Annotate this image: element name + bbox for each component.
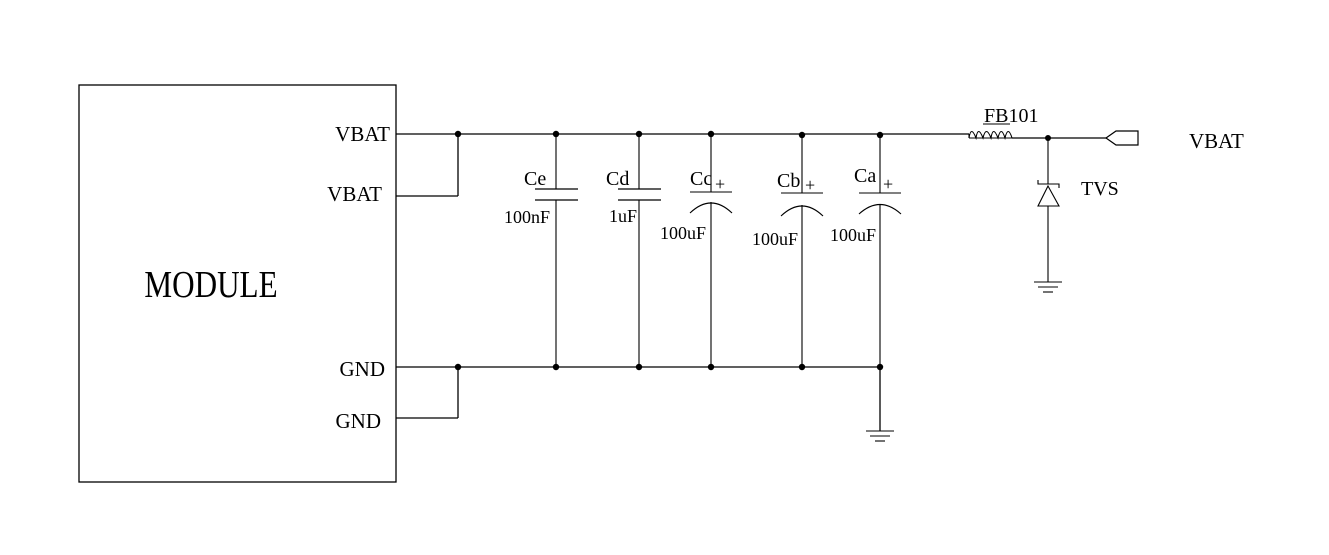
junction-dots xyxy=(454,130,884,371)
capacitor-cc-ref: Cc xyxy=(690,168,712,190)
module-box xyxy=(78,84,397,483)
pin-label-vbat-1: VBAT xyxy=(335,122,390,146)
tvs-label: TVS xyxy=(1081,178,1119,200)
connector-label: VBAT xyxy=(1189,129,1244,153)
capacitor-cc: Cc + 100uF xyxy=(660,134,733,367)
capacitor-ce-ref: Ce xyxy=(524,168,546,190)
ferrite-bead-fb101: FB101 xyxy=(968,105,1038,141)
capacitor-cb-ref: Cb xyxy=(777,170,800,192)
capacitor-cb: Cb + 100uF xyxy=(752,135,824,367)
pin-label-gnd-2: GND xyxy=(336,409,382,433)
capacitor-cd: Cd 1uF xyxy=(606,134,661,367)
capacitor-ca: Ca + 100uF xyxy=(830,135,902,367)
ground-symbol-1 xyxy=(866,430,894,442)
capacitor-cd-ref: Cd xyxy=(606,168,629,190)
capacitor-cb-plus: + xyxy=(805,175,815,195)
capacitor-cc-plus: + xyxy=(715,174,725,194)
module-label: MODULE xyxy=(144,263,277,306)
capacitor-ca-value: 100uF xyxy=(830,225,876,245)
pin-label-vbat-2: VBAT xyxy=(327,182,382,206)
ferrite-bead-ref: FB101 xyxy=(984,105,1038,127)
capacitor-ce-value: 100nF xyxy=(504,207,550,227)
capacitor-cd-value: 1uF xyxy=(609,206,637,226)
gnd-rail xyxy=(396,366,881,431)
vbat-connector: VBAT xyxy=(1104,129,1244,153)
pin-label-gnd-1: GND xyxy=(340,357,386,381)
capacitor-ce: Ce 100nF xyxy=(504,134,578,367)
ground-symbol-2 xyxy=(1034,281,1062,293)
capacitor-ca-ref: Ca xyxy=(854,165,876,187)
capacitor-cb-value: 100uF xyxy=(752,229,798,249)
capacitor-cc-value: 100uF xyxy=(660,223,706,243)
vbat-rail xyxy=(396,133,1106,197)
tvs-diode: TVS xyxy=(1037,135,1119,282)
capacitor-ca-plus: + xyxy=(883,174,893,194)
